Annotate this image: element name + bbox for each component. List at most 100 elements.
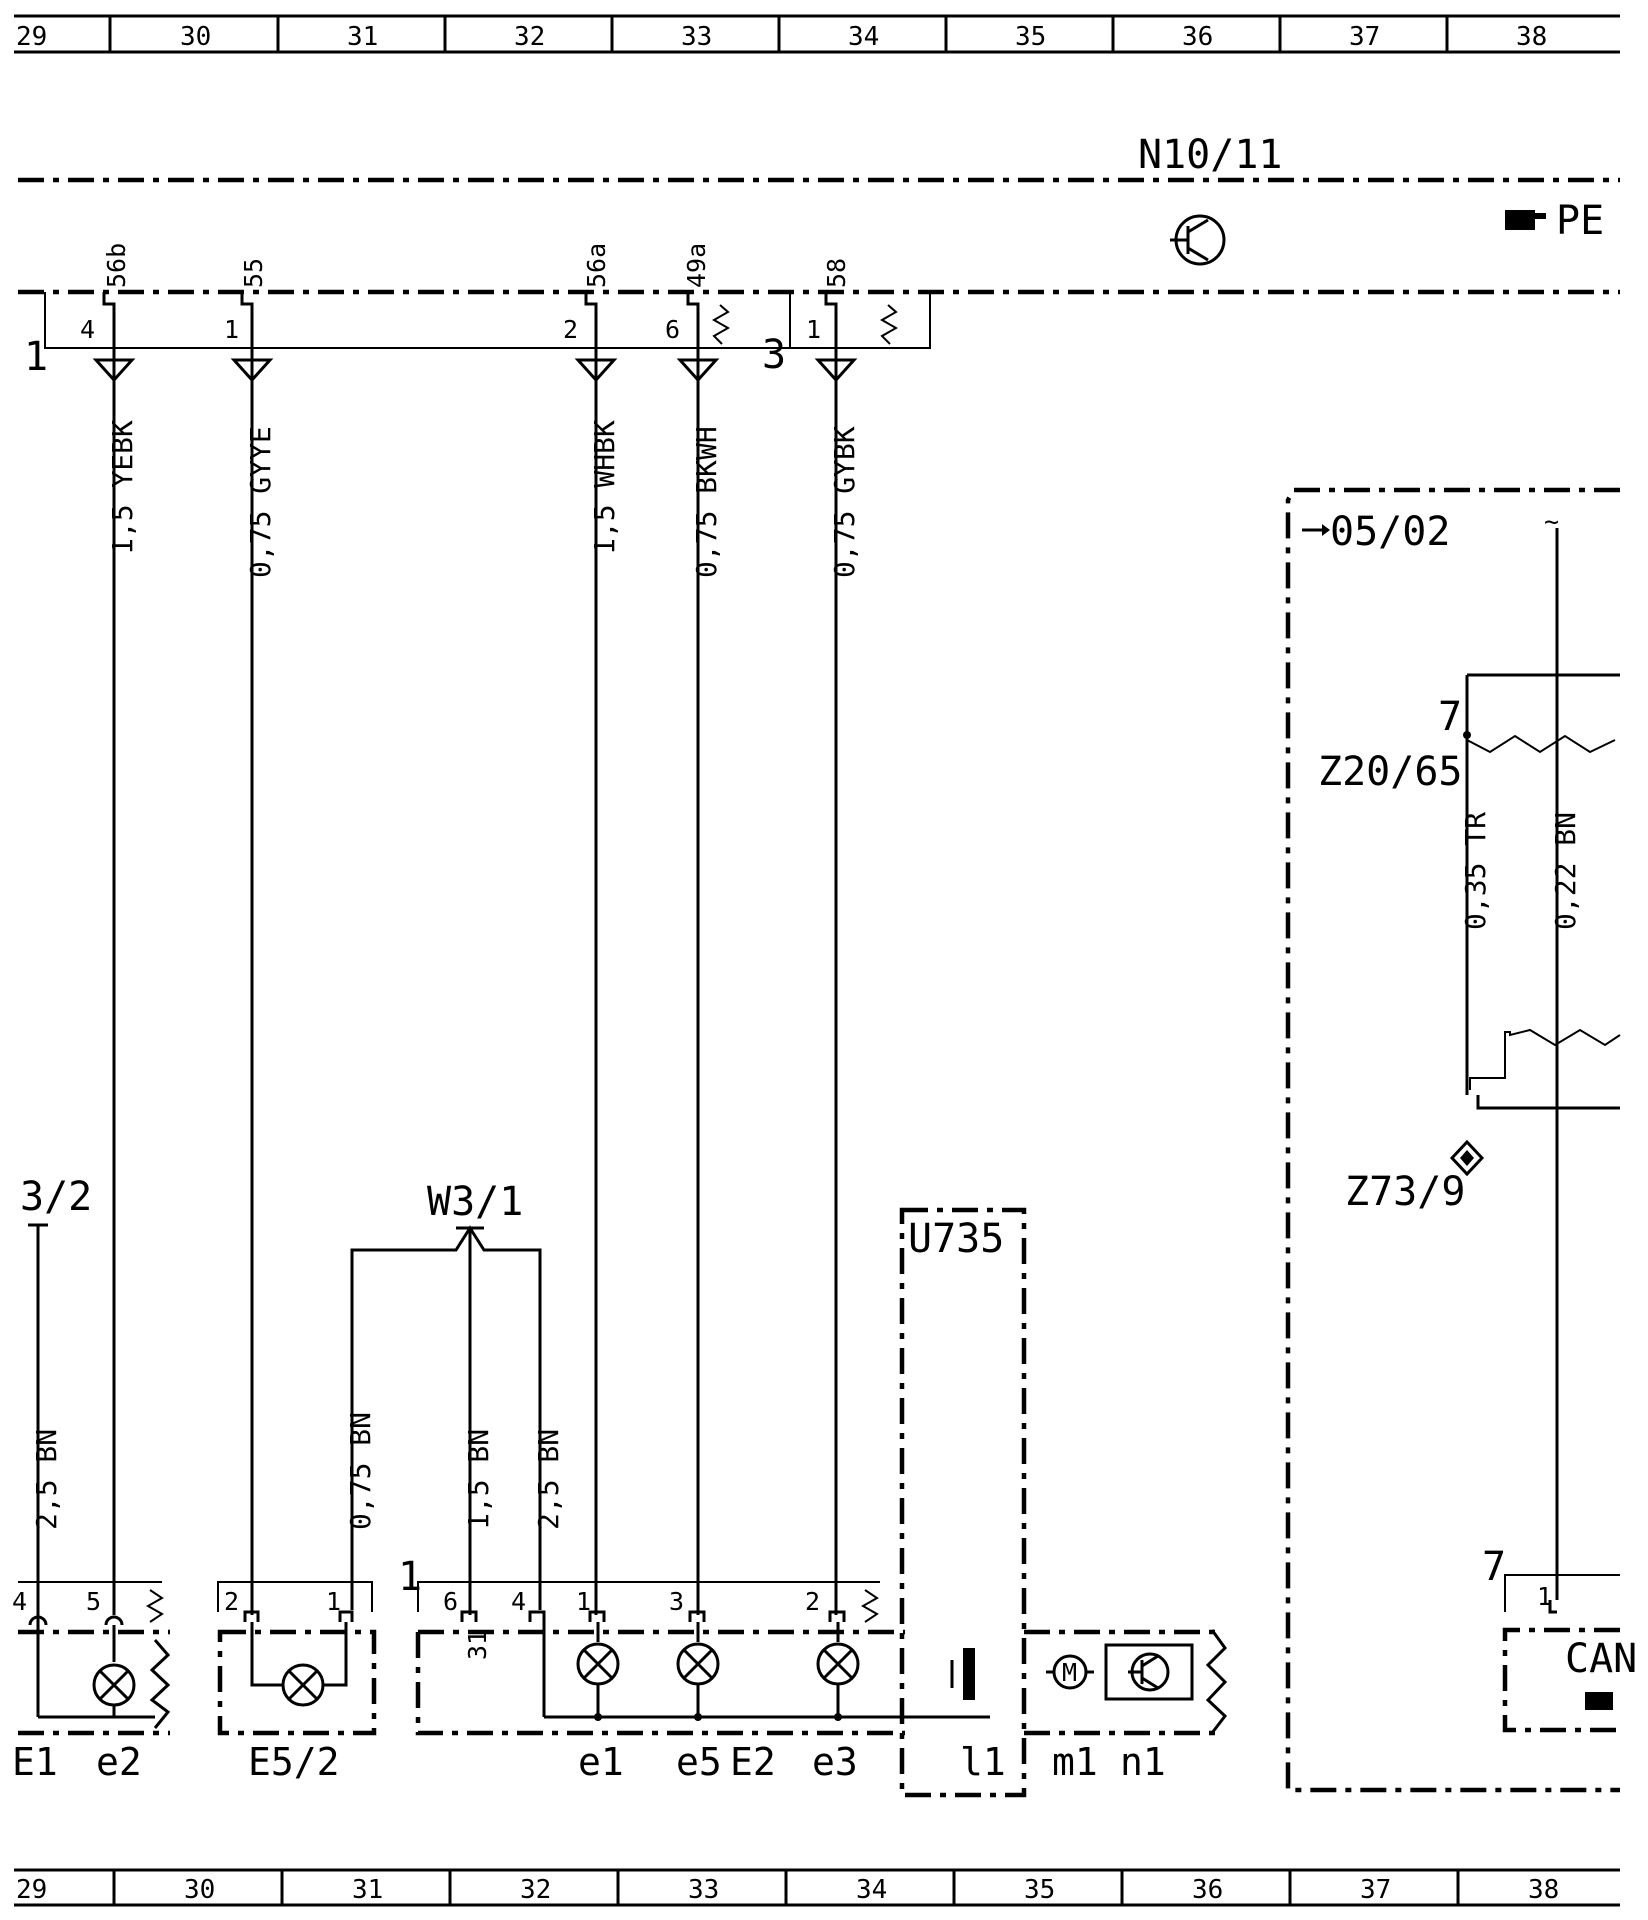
transistor-icon: [1128, 1652, 1170, 1692]
lamp-icon: [92, 1663, 136, 1707]
ruler-bottom-col-29: 29: [16, 1875, 47, 1905]
splice-w3-1: W3/1 0,75 BN 1,5 BN 2,5 BN: [344, 1179, 565, 1615]
can-hand-icon: [1585, 1692, 1613, 1710]
ruler-bottom-col-38: 38: [1528, 1875, 1559, 1905]
wire-left-bn-label: 2,5 BN: [30, 1429, 63, 1530]
can-pin-label: 7: [1482, 1544, 1506, 1590]
connector-3-label: 3: [762, 332, 786, 378]
top-pin-55-number: 1: [224, 315, 239, 344]
l1-label: l1: [960, 1740, 1006, 1784]
lamp-icon: [576, 1642, 620, 1686]
top-pin-55: 55 1 0,75 GYYE: [224, 258, 277, 1615]
e5-lamp-label: e5: [676, 1740, 722, 1784]
e2-pin-1: 1: [576, 1587, 591, 1616]
arrow-right-icon: [1302, 524, 1330, 536]
e2-label: e2: [96, 1740, 142, 1784]
ruler-col-32: 32: [514, 22, 545, 52]
ruler-bottom-col-30: 30: [184, 1875, 215, 1905]
lamp-icon: [676, 1642, 720, 1686]
ruler-col-36: 36: [1182, 22, 1213, 52]
top-pin-56a-number: 2: [563, 315, 578, 344]
top-pin-49a: 49a 6 0,75 BKWH: [665, 243, 723, 1615]
tilde-icon: ~: [1544, 507, 1559, 536]
ground-3-2-label: 3/2: [20, 1174, 92, 1220]
lamp-icon: [281, 1663, 325, 1707]
top-pin-49a-number: 6: [665, 315, 680, 344]
control-unit-label: N10/11: [1138, 132, 1283, 178]
inductor-icon: [950, 1648, 975, 1700]
e2-pin-4: 4: [511, 1587, 526, 1616]
e2-big-label: E2: [730, 1740, 776, 1784]
connector-1: 1 3: [24, 292, 931, 380]
wire-w31-bn-a-label: 1,5 BN: [462, 1429, 495, 1530]
lamp-icon: [816, 1642, 860, 1686]
wire-56b-label: 1,5 YEBK: [106, 420, 139, 555]
instrument-cluster-label: 05/02: [1330, 509, 1450, 555]
component-e5-2: 2 1 E5/2: [217, 1581, 377, 1784]
splice-diamond-icon: [1449, 1139, 1485, 1177]
motor-icon: [1046, 1654, 1094, 1690]
m1-label: m1: [1052, 1740, 1098, 1784]
e2-pin-31: 31: [463, 1630, 492, 1660]
splice-w3-1-label: W3/1: [427, 1179, 523, 1225]
motor-label: M: [1062, 1658, 1077, 1687]
ruler-col-35: 35: [1015, 22, 1046, 52]
e1-label: E1: [12, 1740, 58, 1784]
ground-3-2: 3/2 2,5 BN: [20, 1174, 92, 1625]
control-unit-n10-11: N10/11 PE: [18, 132, 1620, 295]
wire-w31-bn-b-label: 2,5 BN: [532, 1429, 565, 1530]
wire-0-35-tr-label: 0,35 TR: [1459, 812, 1492, 930]
top-column-ruler: 29 30 31 32 33 34 35 36 37 38: [14, 14, 1620, 54]
ruler-bottom-col-31: 31: [352, 1875, 383, 1905]
ruler-col-29: 29: [16, 22, 47, 52]
e3-lamp-label: e3: [812, 1740, 858, 1784]
splice-z20-65-pin: 7: [1438, 694, 1462, 740]
splice-z73-9-label: Z73/9: [1345, 1169, 1465, 1215]
component-e2: 1 6 31 4 1 3 2: [398, 1554, 990, 1784]
n1-label: n1: [1120, 1740, 1166, 1784]
can-label: CAN: [1565, 1636, 1637, 1682]
top-pin-58-number: 1: [806, 315, 821, 344]
wire-56a-label: 1,5 WHBK: [588, 420, 621, 555]
ruler-bottom-col-37: 37: [1360, 1875, 1391, 1905]
ruler-bottom-col-32: 32: [520, 1875, 551, 1905]
top-pin-58-terminal: 58: [822, 258, 851, 288]
e1-left-pin: 4: [12, 1587, 27, 1616]
connector-1-label: 1: [24, 334, 48, 380]
e2-pin-2: 2: [805, 1587, 820, 1616]
ruler-col-31: 31: [347, 22, 378, 52]
u735-label: U735: [908, 1216, 1004, 1262]
top-pin-56a: 56a 2 1,5 WHBK: [563, 243, 621, 1615]
ruler-col-38: 38: [1516, 22, 1547, 52]
top-pin-56b: 56b 4 1,5 YEBK: [80, 243, 139, 1615]
component-m1-n1: M m1 n1: [1024, 1629, 1228, 1784]
ruler-col-30: 30: [180, 22, 211, 52]
e52-pin-a: 2: [224, 1587, 239, 1616]
wire-0-22-bn-label: 0,22 BN: [1549, 812, 1582, 930]
ruler-col-33: 33: [681, 22, 712, 52]
ruler-col-34: 34: [848, 22, 879, 52]
wire-e52-bn-label: 0,75 BN: [344, 1412, 377, 1530]
bottom-column-ruler: 29 30 31 32 33 34 35 36 37 38: [14, 1868, 1620, 1907]
ruler-bottom-col-34: 34: [856, 1875, 887, 1905]
top-pin-56b-number: 4: [80, 315, 95, 344]
top-pin-56a-terminal: 56a: [582, 243, 611, 288]
wire-49a-label: 0,75 BKWH: [690, 426, 723, 578]
splice-z20-65-label: Z20/65: [1318, 749, 1463, 795]
control-unit-ref: PE: [1556, 198, 1604, 244]
e52-pin-b: 1: [326, 1587, 341, 1616]
e1-lamp-label: e1: [578, 1740, 624, 1784]
ruler-col-37: 37: [1349, 22, 1380, 52]
top-pin-56b-terminal: 56b: [102, 243, 131, 288]
reference-hand-icon: [1505, 210, 1546, 230]
can-sub-pin: 1: [1537, 1582, 1552, 1611]
component-e1-e2: 4 5 E1 e2: [12, 1581, 171, 1784]
e5-2-label: E5/2: [248, 1740, 340, 1784]
component-u735: U735 l1: [899, 1207, 1027, 1798]
e2-pin-6: 6: [443, 1587, 458, 1616]
e2-pin: 5: [86, 1587, 101, 1616]
wire-55-label: 0,75 GYYE: [244, 426, 277, 578]
top-pin-58: 58 1 0,75 GYBK: [806, 258, 861, 1615]
transistor-icon: [1170, 214, 1226, 266]
